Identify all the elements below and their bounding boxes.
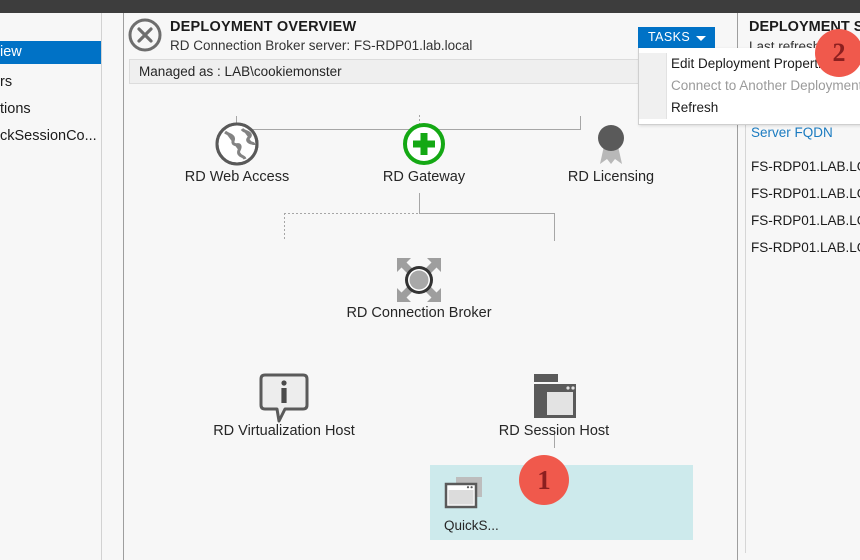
sidebar-item-label: rs — [0, 71, 12, 94]
menu-item-label: Refresh — [671, 100, 718, 115]
menu-bottom-padding — [639, 119, 860, 124]
collection-windows-icon — [444, 475, 486, 516]
connector-sessionhost-stub — [554, 213, 555, 241]
menu-item-label: Edit Deployment Properties — [671, 56, 835, 71]
right-panel-grid-border — [745, 113, 860, 553]
table-row[interactable]: FS-RDP01.LAB.LOCAL — [751, 159, 860, 174]
table-row[interactable]: FS-RDP01.LAB.LOCAL — [751, 240, 860, 255]
chevron-down-icon — [696, 36, 706, 41]
menu-icon-rail — [639, 75, 667, 97]
table-row[interactable]: FS-RDP01.LAB.LOCAL — [751, 213, 860, 228]
window-titlebar — [0, 0, 860, 13]
info-bubble-icon — [164, 373, 404, 423]
menu-icon-rail — [639, 53, 667, 75]
node-label: RD Connection Broker — [299, 305, 539, 321]
deployment-diagram: RD Web Access RD Gateway — [129, 85, 735, 555]
menu-item-refresh[interactable]: Refresh — [639, 97, 860, 119]
connector-broker-down — [419, 193, 420, 213]
node-rd-session-host[interactable]: RD Session Host — [434, 373, 674, 439]
sidebar-item-label: iew — [0, 41, 22, 64]
menu-item-connect-to-another-deployment: Connect to Another Deployment — [639, 75, 860, 97]
tasks-button[interactable]: TASKS — [638, 27, 715, 48]
node-label: RD Virtualization Host — [164, 423, 404, 439]
column-header-server-fqdn[interactable]: Server FQDN — [751, 125, 833, 140]
node-rd-connection-broker[interactable]: RD Connection Broker — [299, 255, 539, 321]
annotation-badge-2: 2 — [815, 29, 860, 77]
deployment-overview-icon — [128, 18, 162, 52]
node-rd-virtualization-host[interactable]: RD Virtualization Host — [164, 373, 404, 439]
sidebar-item-label: tions — [0, 98, 31, 121]
sidebar-item-collections[interactable]: tions — [0, 98, 101, 121]
table-row[interactable]: FS-RDP01.LAB.LOCAL — [751, 186, 860, 201]
connector-virthost-stub-dotted — [284, 213, 285, 241]
connector-broker-to-virthost-bus-dotted — [284, 213, 420, 214]
collection-tile-label: QuickS... — [444, 518, 499, 533]
broker-arrows-icon — [299, 255, 539, 305]
managed-as-text: Managed as : LAB\cookiemonster — [139, 64, 342, 79]
sidebar-item-servers[interactable]: rs — [0, 71, 101, 94]
menu-icon-rail — [639, 97, 667, 119]
tasks-button-label: TASKS — [648, 30, 690, 44]
node-label: RD Licensing — [491, 169, 731, 185]
node-rd-licensing[interactable]: RD Licensing — [491, 119, 731, 185]
sidebar-nav: iew rs tions ckSessionCo... — [0, 13, 102, 560]
sidebar-gutter — [102, 13, 124, 560]
connector-broker-to-sessionhost-bus — [419, 213, 555, 214]
sidebar-item-label: ckSessionCo... — [0, 125, 97, 148]
award-ribbon-icon — [491, 119, 731, 169]
page-subtitle: RD Connection Broker server: FS-RDP01.la… — [170, 38, 472, 53]
windows-stack-icon — [434, 373, 674, 423]
sidebar-item-overview[interactable]: iew — [0, 41, 101, 64]
menu-item-label: Connect to Another Deployment — [671, 78, 860, 93]
sidebar-item-quicksessioncollection[interactable]: ckSessionCo... — [0, 125, 101, 148]
page-title: DEPLOYMENT OVERVIEW — [170, 19, 356, 35]
node-label: RD Session Host — [434, 423, 674, 439]
annotation-badge-1: 1 — [519, 455, 569, 505]
